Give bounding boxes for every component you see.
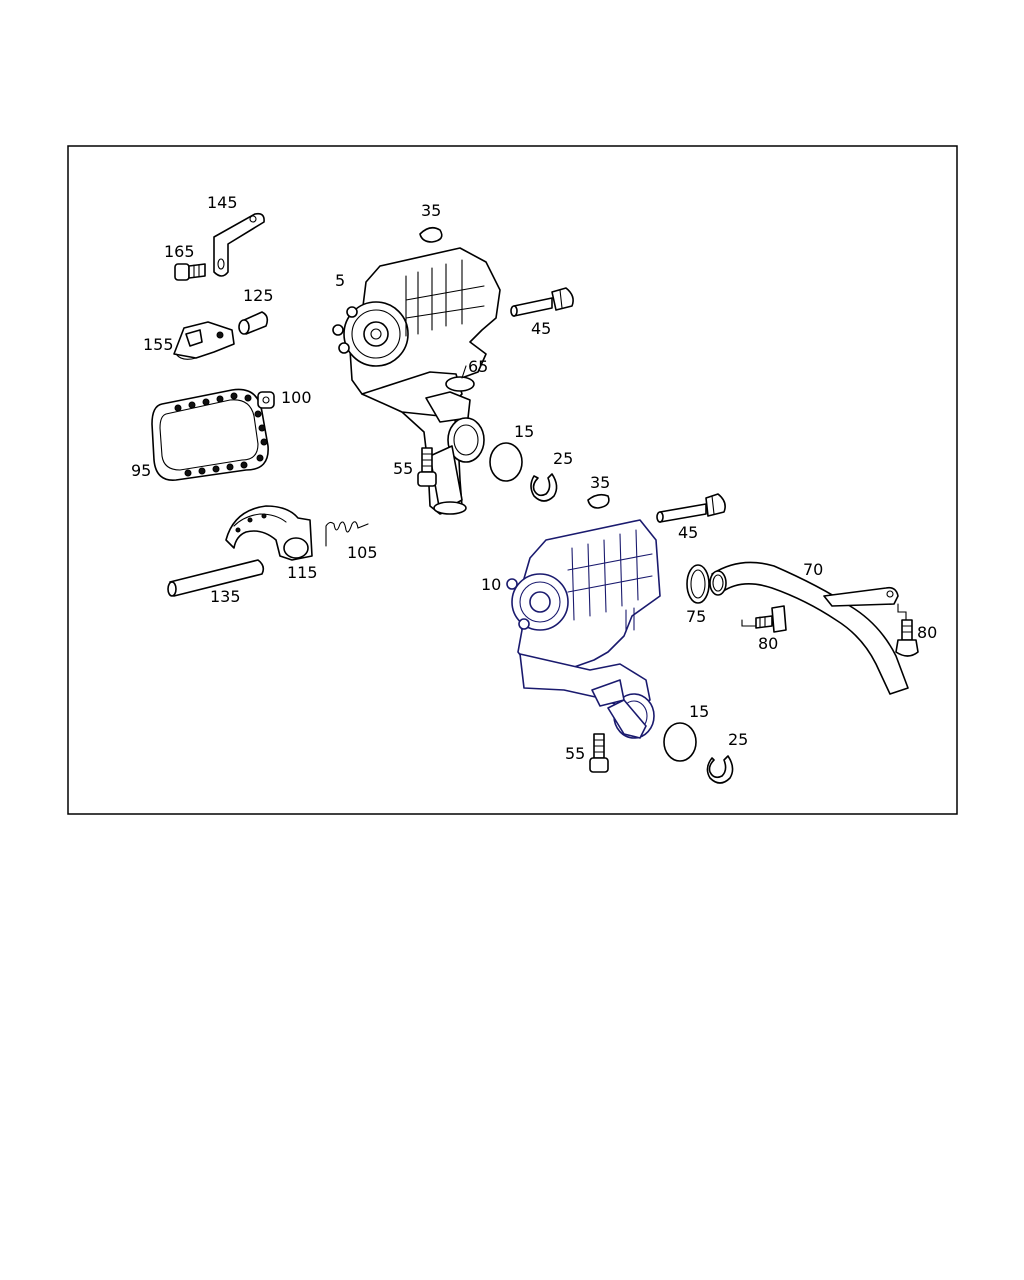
callout-15-upper: 15 bbox=[514, 422, 534, 441]
callout-125: 125 bbox=[243, 286, 274, 305]
callout-25-lower: 25 bbox=[728, 730, 748, 749]
callout-95: 95 bbox=[131, 461, 151, 480]
callout-35-upper: 35 bbox=[421, 201, 441, 220]
oil-pump-assembly-10 bbox=[506, 519, 661, 739]
bolt-45-lower bbox=[656, 493, 726, 523]
callout-55-upper: 55 bbox=[393, 459, 413, 478]
callout-65: 65 bbox=[468, 357, 488, 376]
circlip-25-upper bbox=[530, 473, 558, 502]
leader-lines bbox=[461, 365, 467, 379]
callout-45-upper: 45 bbox=[531, 319, 551, 338]
bolt-45-upper bbox=[510, 287, 574, 317]
tensioner-155 bbox=[173, 321, 235, 360]
pin-135 bbox=[167, 559, 265, 597]
cover-disc-15-upper bbox=[489, 442, 523, 482]
bolt-165 bbox=[174, 263, 206, 281]
oil-pipe-70 bbox=[709, 561, 909, 695]
callout-25-upper: 25 bbox=[553, 449, 573, 468]
bolt-80-right bbox=[895, 603, 919, 657]
bolt-55-lower bbox=[589, 733, 609, 773]
callout-80-right: 80 bbox=[917, 623, 937, 642]
oil-pump-assembly-5 bbox=[332, 247, 501, 515]
callout-155: 155 bbox=[143, 335, 174, 354]
bolt-80-left bbox=[741, 605, 787, 633]
diagram-frame bbox=[67, 145, 958, 815]
callout-10: 10 bbox=[481, 575, 501, 594]
bracket-145 bbox=[213, 212, 265, 277]
callout-115: 115 bbox=[287, 563, 318, 582]
chain-link-100 bbox=[257, 391, 275, 409]
callout-15-lower: 15 bbox=[689, 702, 709, 721]
o-ring-65 bbox=[445, 376, 475, 392]
callout-75: 75 bbox=[686, 607, 706, 626]
circlip-25-lower bbox=[706, 755, 734, 784]
snap-ring-35-lower bbox=[587, 493, 610, 509]
chain-95 bbox=[151, 388, 269, 481]
callout-35-lower: 35 bbox=[590, 473, 610, 492]
guide-rail-115 bbox=[225, 505, 313, 561]
callout-145: 145 bbox=[207, 193, 238, 212]
callout-70: 70 bbox=[803, 560, 823, 579]
sleeve-125 bbox=[238, 311, 269, 335]
spring-105 bbox=[325, 521, 369, 547]
callout-5: 5 bbox=[335, 271, 345, 290]
callout-45-lower: 45 bbox=[678, 523, 698, 542]
cover-disc-15-lower bbox=[663, 722, 697, 762]
callout-105: 105 bbox=[347, 543, 378, 562]
bolt-55-upper bbox=[417, 447, 437, 487]
o-ring-75 bbox=[686, 564, 710, 604]
callout-100: 100 bbox=[281, 388, 312, 407]
callout-135: 135 bbox=[210, 587, 241, 606]
callout-80-left: 80 bbox=[758, 634, 778, 653]
snap-ring-35-upper bbox=[419, 226, 443, 243]
callout-165: 165 bbox=[164, 242, 195, 261]
callout-55-lower: 55 bbox=[565, 744, 585, 763]
